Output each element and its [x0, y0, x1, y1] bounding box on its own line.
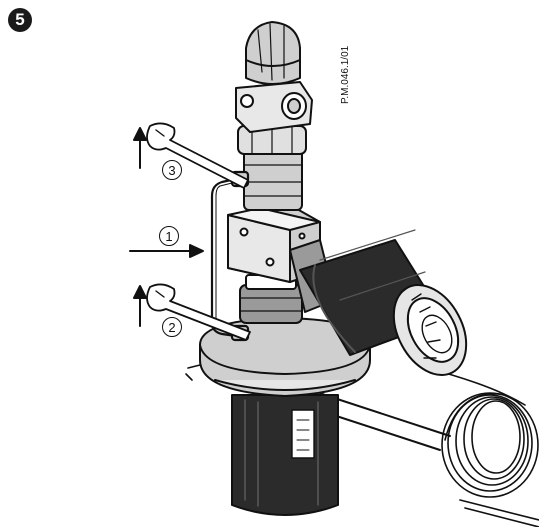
- arrow-up-icon: [133, 127, 147, 169]
- callout-1: 1: [159, 226, 179, 246]
- capillary-coil-icon: [441, 392, 539, 527]
- callout-1-label: 1: [165, 228, 173, 244]
- callout-3: 3: [162, 160, 182, 180]
- wrench-icon: [146, 122, 249, 189]
- upper-union: [237, 125, 307, 211]
- drawing-code: P.M.046.1/01: [340, 45, 351, 104]
- callout-2-label: 2: [168, 319, 176, 335]
- wrench-icon: [146, 283, 251, 341]
- callout-3-label: 3: [168, 162, 176, 178]
- callout-2: 2: [162, 317, 182, 337]
- step-number-badge: 5: [8, 8, 32, 32]
- arrow-up-icon: [133, 285, 147, 327]
- actuator-cylinder: [231, 394, 339, 516]
- top-valve-body: [235, 81, 313, 133]
- step-number: 5: [15, 10, 25, 29]
- thermostatic-head: [299, 229, 468, 376]
- lower-union: [239, 274, 303, 324]
- top-cap: [245, 21, 301, 85]
- arrow-right-icon: [129, 244, 204, 258]
